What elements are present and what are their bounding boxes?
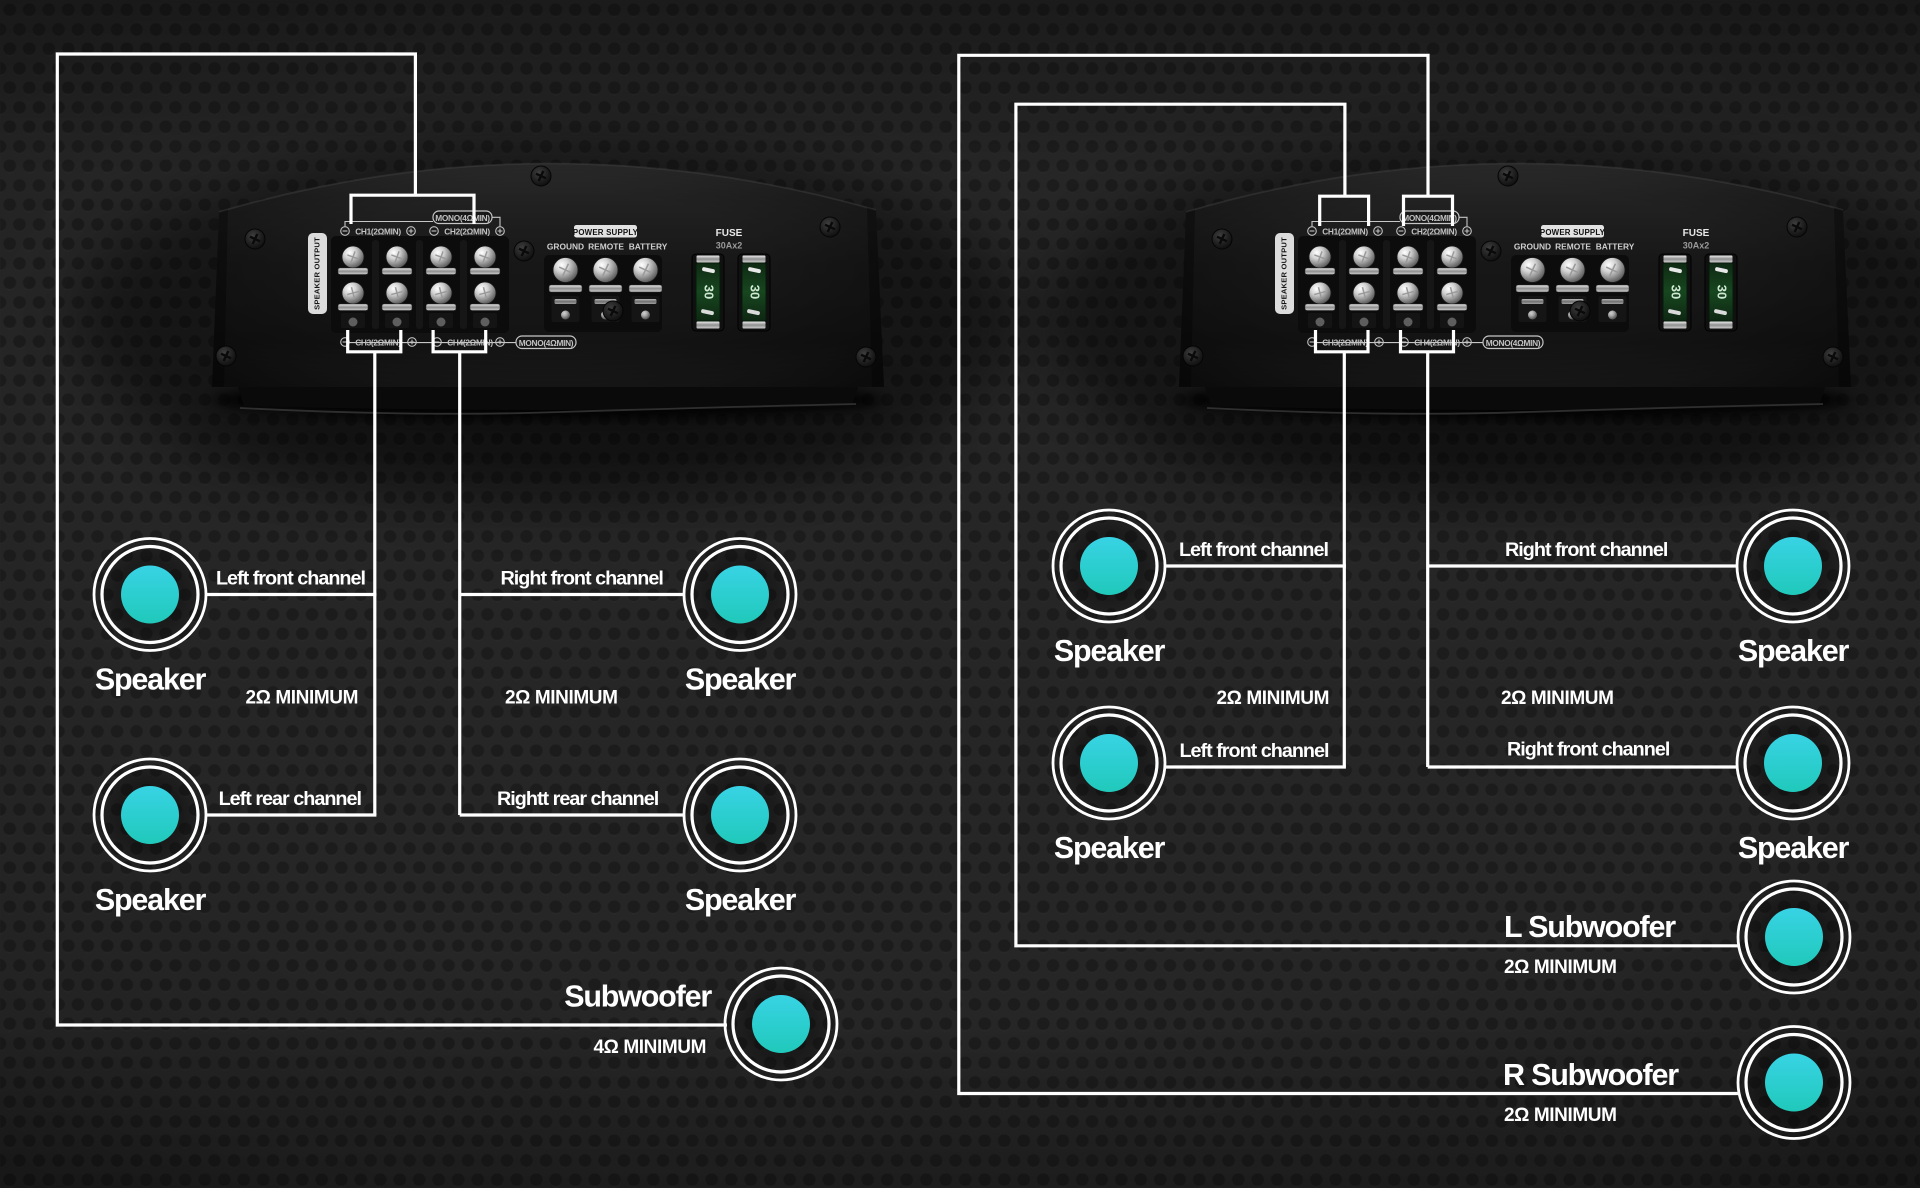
svg-text:2Ω MINIMUM: 2Ω MINIMUM [1504, 1105, 1617, 1126]
svg-text:Left front channel: Left front channel [216, 567, 366, 589]
svg-text:Speaker: Speaker [685, 883, 797, 917]
svg-text:2Ω MINIMUM: 2Ω MINIMUM [1216, 688, 1329, 709]
svg-text:Speaker: Speaker [95, 883, 207, 917]
svg-text:Speaker: Speaker [685, 663, 797, 697]
svg-text:2Ω MINIMUM: 2Ω MINIMUM [1501, 688, 1614, 709]
svg-text:2Ω MINIMUM: 2Ω MINIMUM [1504, 957, 1617, 978]
svg-text:Left rear channel: Left rear channel [219, 788, 362, 810]
svg-text:Right front channel: Right front channel [1507, 739, 1670, 761]
svg-text:2Ω MINIMUM: 2Ω MINIMUM [245, 688, 358, 709]
svg-text:R Subwoofer: R Subwoofer [1503, 1058, 1679, 1092]
svg-text:Speaker: Speaker [95, 663, 207, 697]
svg-text:Left front channel: Left front channel [1179, 740, 1329, 762]
svg-text:Right front channel: Right front channel [501, 567, 664, 589]
svg-text:Subwoofer: Subwoofer [564, 980, 712, 1014]
svg-text:Left front channel: Left front channel [1179, 539, 1329, 561]
svg-text:Speaker: Speaker [1054, 634, 1166, 668]
svg-text:Rightt rear channel: Rightt rear channel [497, 788, 659, 810]
svg-text:Right front channel: Right front channel [1505, 539, 1668, 561]
svg-text:Speaker: Speaker [1054, 831, 1166, 865]
svg-text:4Ω MINIMUM: 4Ω MINIMUM [593, 1037, 706, 1058]
svg-text:2Ω MINIMUM: 2Ω MINIMUM [505, 688, 618, 709]
svg-text:L Subwoofer: L Subwoofer [1504, 910, 1676, 944]
svg-text:Speaker: Speaker [1738, 831, 1850, 865]
svg-text:Speaker: Speaker [1738, 634, 1850, 668]
